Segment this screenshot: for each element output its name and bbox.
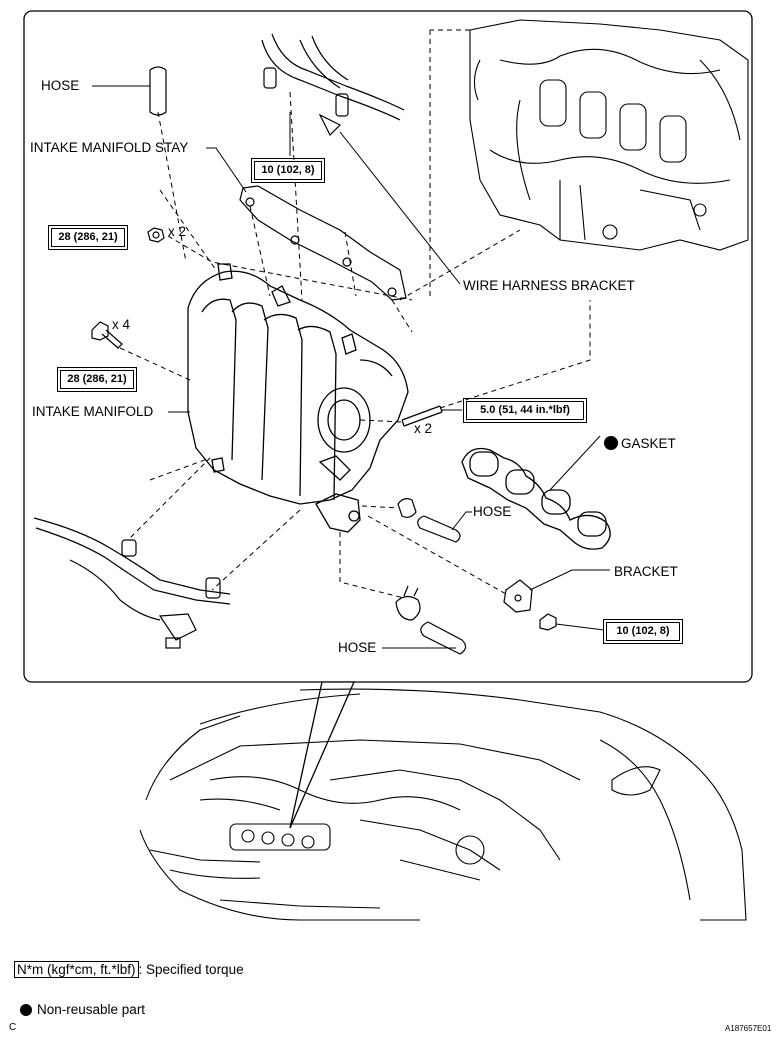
dashed-leader-lines [119,29,591,599]
corner-code-right: A187657E01 [725,1024,772,1033]
hose-pipe-top [261,33,405,137]
wire-harness-drawing [33,517,231,649]
bolt-drawing [91,321,123,349]
intake-manifold-drawing [187,263,409,533]
legend-torque-desc: : Specified torque [138,962,244,977]
stud-drawing [401,405,443,427]
torque-stay-bolt: 10 (102, 8) [251,158,325,183]
label-hose-right: HOSE [473,504,512,519]
hose-top-part [149,66,167,116]
nut-drawing [147,227,165,243]
bracket-drawing [503,579,557,631]
label-intake-manifold-stay: INTAKE MANIFOLD STAY [30,140,189,155]
label-hose-top: HOSE [41,78,80,93]
quantity-stud: x 2 [414,421,433,436]
torque-bracket-bolt: 10 (102, 8) [603,619,683,644]
label-bracket: BRACKET [614,564,678,579]
nonreusable-icon [604,436,618,450]
callout-pointer [289,681,355,829]
hose-bottom-drawing [395,585,467,655]
label-intake-manifold: INTAKE MANIFOLD [32,404,154,419]
corner-code-left: C [9,1022,17,1033]
vehicle-drawing [139,688,747,921]
hose-clamp-drawing [397,498,461,543]
legend-nonreusable: Non-reusable part [37,1002,146,1017]
detail-frame [23,10,753,683]
legend-torque: N*m (kgf*cm, ft.*lbf): Specified torque [14,961,244,978]
quantity-bolt: x 4 [112,317,131,332]
label-wire-harness-bracket: WIRE HARNESS BRACKET [463,278,635,293]
torque-stud: 5.0 (51, 44 in.*lbf) [463,398,587,423]
quantity-nut: x 2 [168,224,187,239]
torque-bolt: 28 (286, 21) [57,367,137,392]
label-gasket: GASKET [604,436,676,452]
label-hose-bottom: HOSE [338,640,377,655]
legend-torque-units: N*m (kgf*cm, ft.*lbf) [14,961,139,978]
gasket-drawing [461,447,611,550]
label-gasket-text: GASKET [621,436,676,451]
solid-leader-lines [92,85,610,649]
nonreusable-legend-dot [20,1004,32,1016]
torque-nut: 28 (286, 21) [48,225,128,250]
engine-block-drawing [469,19,749,251]
